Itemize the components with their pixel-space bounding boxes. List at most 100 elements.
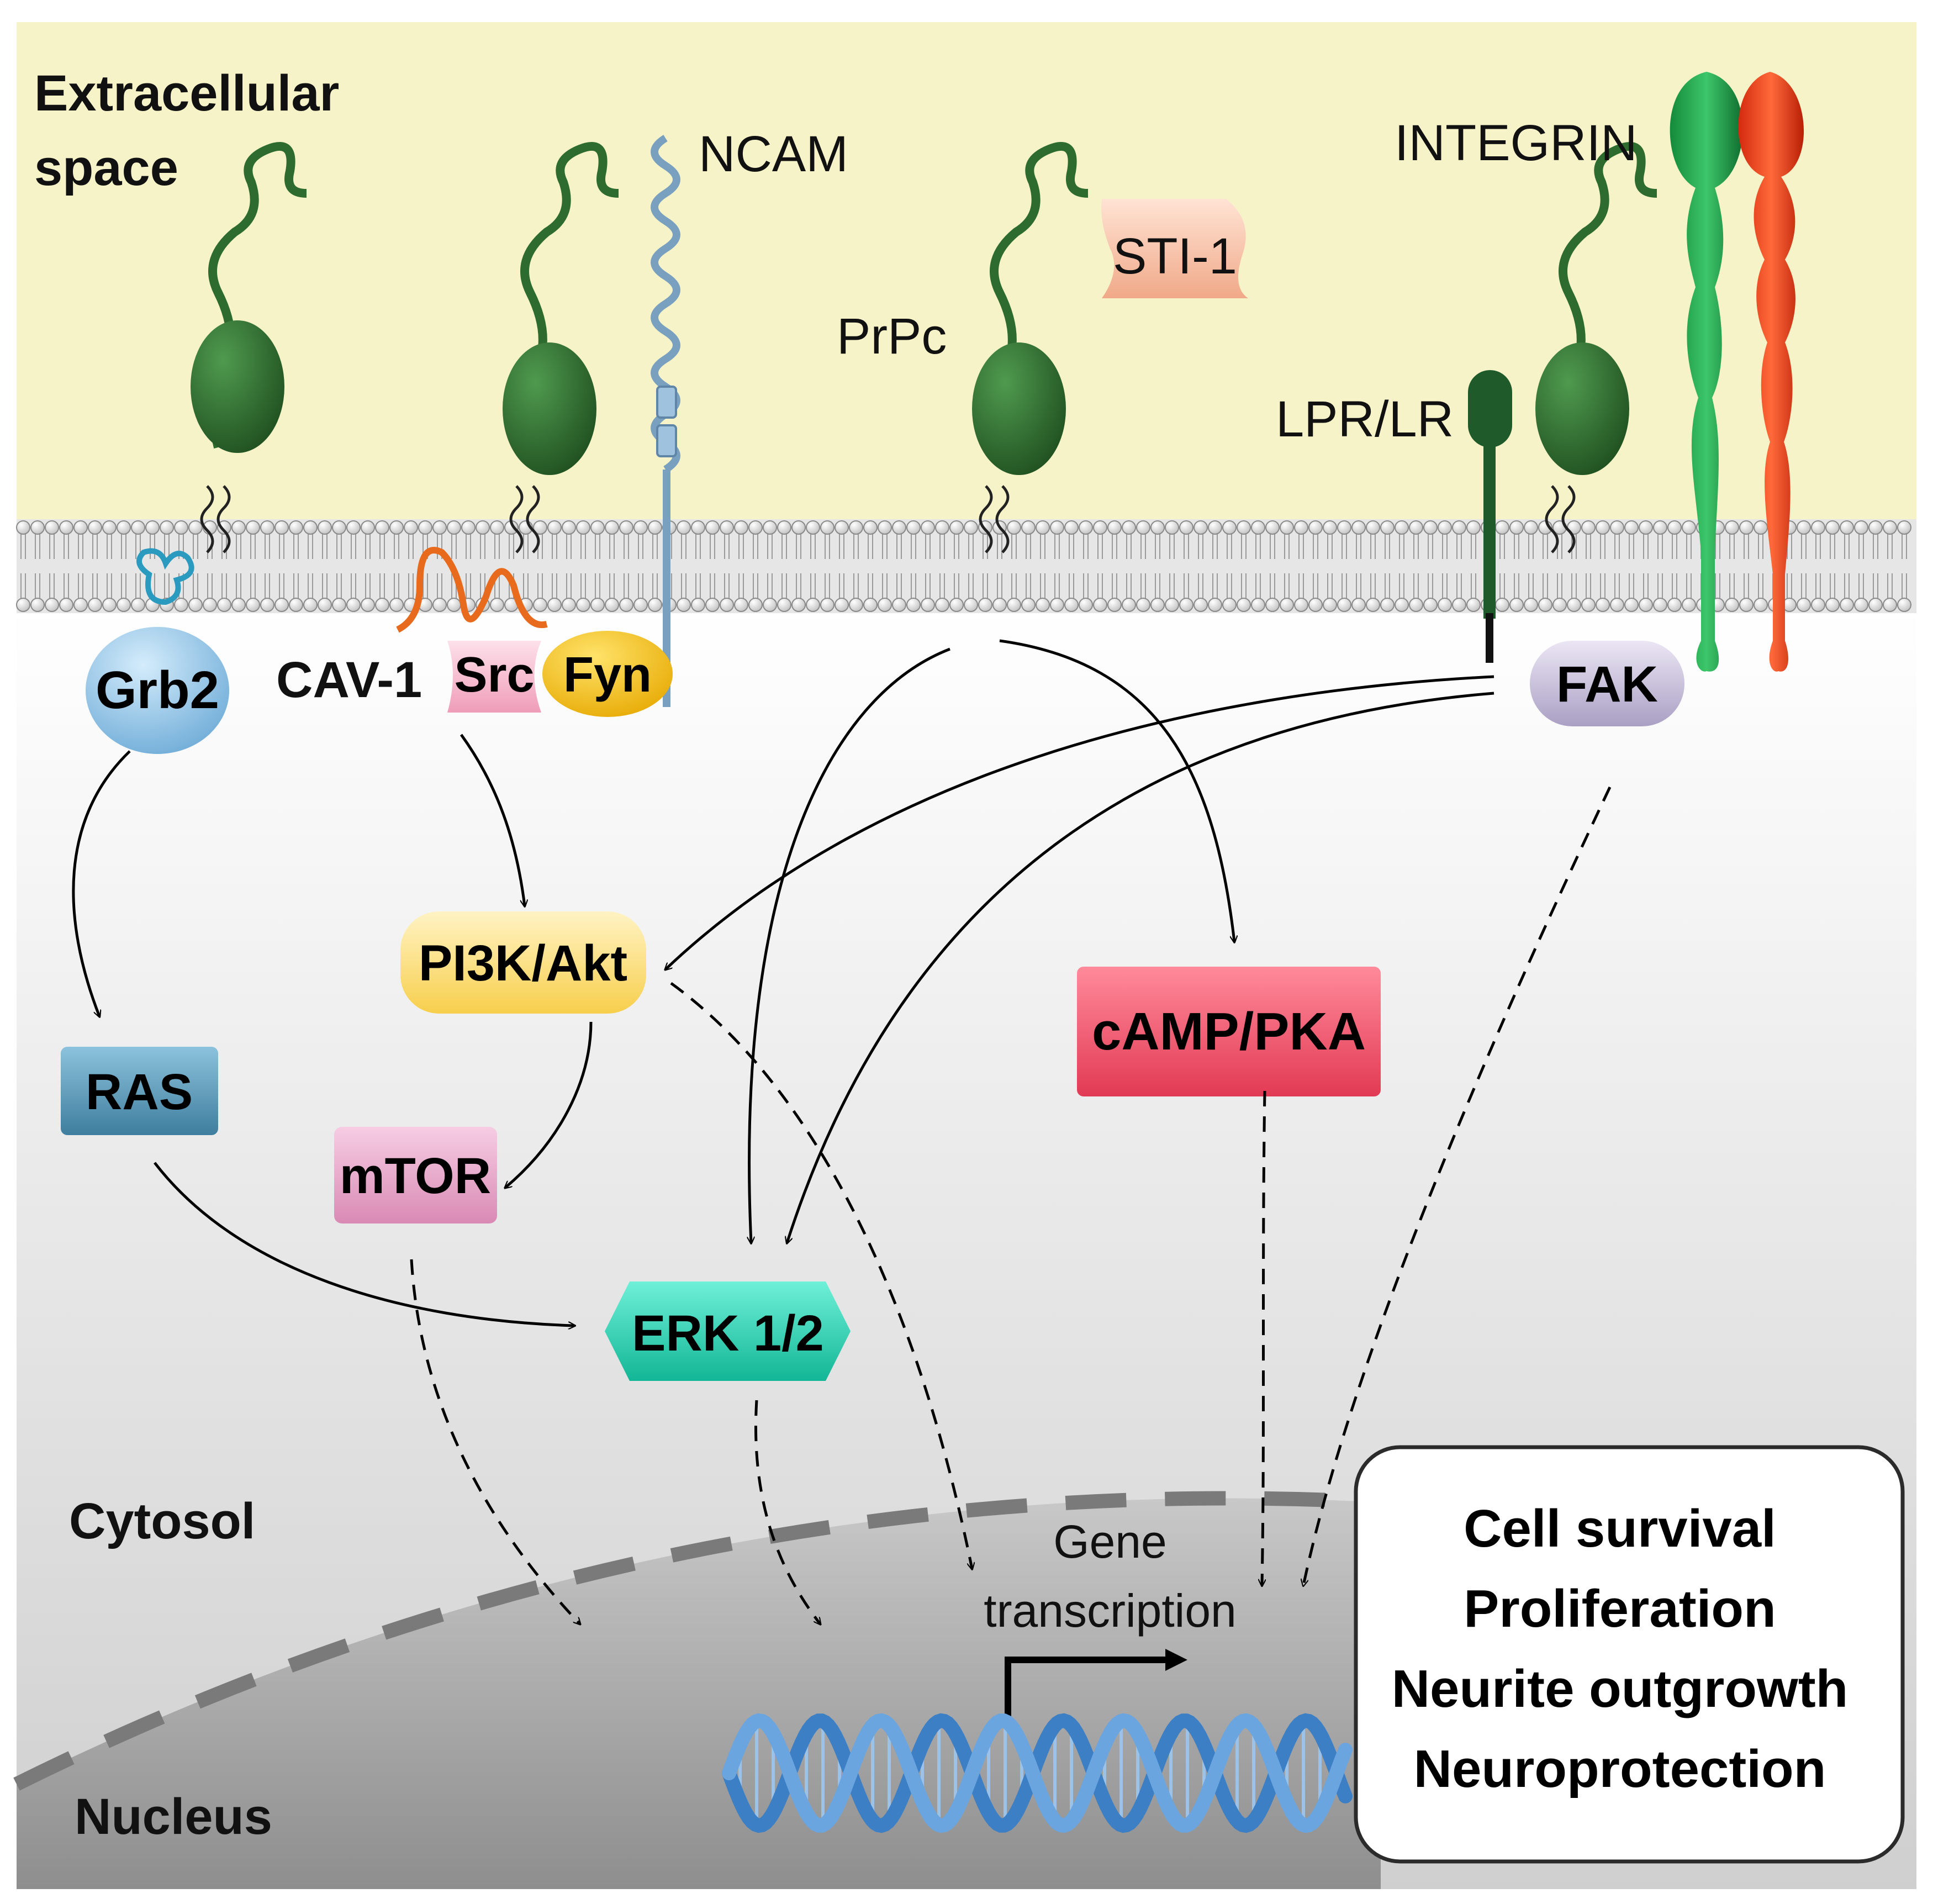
- nuclear-envelope: [13, 1491, 1381, 1791]
- lipid-tail: [1830, 534, 1835, 559]
- lipid-head: [260, 598, 274, 612]
- lipid-tail: [1629, 573, 1634, 598]
- lipid-tail: [954, 573, 959, 598]
- lipid-head: [1007, 520, 1021, 535]
- lipid-tail: [1270, 534, 1275, 559]
- lipid-head: [389, 520, 404, 535]
- lipid-head: [1351, 520, 1366, 535]
- lipid-tail: [896, 534, 902, 559]
- lipid-head: [1639, 598, 1653, 612]
- lipid-tail: [1026, 534, 1031, 559]
- lipid-tail: [537, 573, 543, 598]
- lipid-tail: [1686, 573, 1692, 598]
- lipid-tail: [1399, 534, 1404, 559]
- lipid-head: [217, 598, 231, 612]
- lipid-head: [949, 598, 964, 612]
- lipid-tail: [753, 573, 758, 598]
- lipid-tail: [1801, 534, 1807, 559]
- lipid-head: [88, 520, 102, 535]
- lipid-head: [1639, 520, 1653, 535]
- lipid-head: [303, 598, 318, 612]
- dna-strand: [722, 1713, 1353, 1833]
- lipid-tail: [1514, 573, 1519, 598]
- lipid-tail: [437, 573, 442, 598]
- lipid-tail: [1586, 573, 1591, 598]
- lipid-head: [447, 598, 461, 612]
- lipid-head: [1222, 520, 1237, 535]
- prion-4-anchor: [1545, 485, 1576, 553]
- lipid-head: [217, 520, 231, 535]
- lipid-tail: [1643, 573, 1649, 598]
- lipid-head: [432, 520, 447, 535]
- lipid-tail: [1471, 534, 1476, 559]
- lipid-head: [45, 598, 59, 612]
- lipid-head: [935, 598, 949, 612]
- lipid-tail: [1011, 573, 1017, 598]
- lipid-tail: [1614, 573, 1620, 598]
- lipid-head: [1237, 598, 1251, 612]
- lipid-head: [1596, 520, 1610, 535]
- lipid-head: [1624, 598, 1639, 612]
- lipid-tail: [1873, 573, 1878, 598]
- lipid-tail: [322, 534, 328, 559]
- arrow-fak-erk: [787, 692, 1494, 1243]
- lipid-tail: [1284, 573, 1290, 598]
- lipid-tail: [1672, 573, 1677, 598]
- fyn-label: Fyn: [563, 647, 652, 703]
- lipid-head: [1337, 598, 1351, 612]
- lipid-head: [1050, 520, 1064, 535]
- lipid-head: [1868, 598, 1883, 612]
- lipid-tail: [107, 573, 112, 598]
- lipid-tail: [939, 573, 945, 598]
- lipid-tail: [1198, 534, 1203, 559]
- lipid-head: [188, 598, 203, 612]
- lipid-tail: [595, 534, 600, 559]
- lipid-tail: [394, 534, 399, 559]
- lipid-tail: [1284, 534, 1290, 559]
- lipid-tail: [681, 534, 686, 559]
- lipid-tail: [724, 534, 730, 559]
- lipid-tail: [1442, 573, 1448, 598]
- lipid-tail: [1672, 534, 1677, 559]
- lipid-head: [1883, 520, 1897, 535]
- lipid-tail: [1456, 573, 1462, 598]
- lipid-head: [863, 598, 878, 612]
- lipid-head: [1093, 598, 1107, 612]
- lipid-head: [1825, 520, 1840, 535]
- gene-label-line1: Gene: [1053, 1516, 1167, 1568]
- lipid-tail: [1514, 534, 1519, 559]
- lipid-head: [1150, 598, 1165, 612]
- lipid-tail: [710, 573, 715, 598]
- lipid-tail: [1083, 573, 1089, 598]
- lipid-tail: [1370, 573, 1376, 598]
- lipid-head: [1351, 598, 1366, 612]
- lipid-tail: [1385, 534, 1390, 559]
- lipid-head: [1811, 598, 1825, 612]
- lipid-head: [289, 598, 303, 612]
- lipid-head: [1366, 598, 1380, 612]
- lipid-head: [346, 598, 361, 612]
- lipid-tail: [1241, 573, 1247, 598]
- lipid-head: [720, 520, 734, 535]
- arrow-camp-nucleus: [1262, 1090, 1266, 1585]
- lipid-tail: [1212, 573, 1218, 598]
- lipid-head: [533, 598, 547, 612]
- lipid-head: [1797, 520, 1811, 535]
- lipid-tail: [451, 534, 457, 559]
- lipid-tail: [1126, 534, 1132, 559]
- lipid-tail: [1557, 573, 1562, 598]
- lipid-head: [131, 520, 145, 535]
- lipid-head: [576, 520, 590, 535]
- dna-helix: [722, 1713, 1353, 1833]
- lipid-tail: [1428, 573, 1433, 598]
- lipid-head: [1294, 598, 1308, 612]
- lipid-tail: [983, 573, 988, 598]
- lipid-head: [619, 520, 633, 535]
- lipid-tail: [839, 573, 844, 598]
- lipid-head: [791, 598, 806, 612]
- lpr-lr-label: LPR/LR: [1276, 391, 1454, 447]
- lipid-tail: [652, 573, 658, 598]
- lipid-head: [1208, 520, 1222, 535]
- lipid-head: [1409, 598, 1423, 612]
- lipid-tail: [1112, 534, 1117, 559]
